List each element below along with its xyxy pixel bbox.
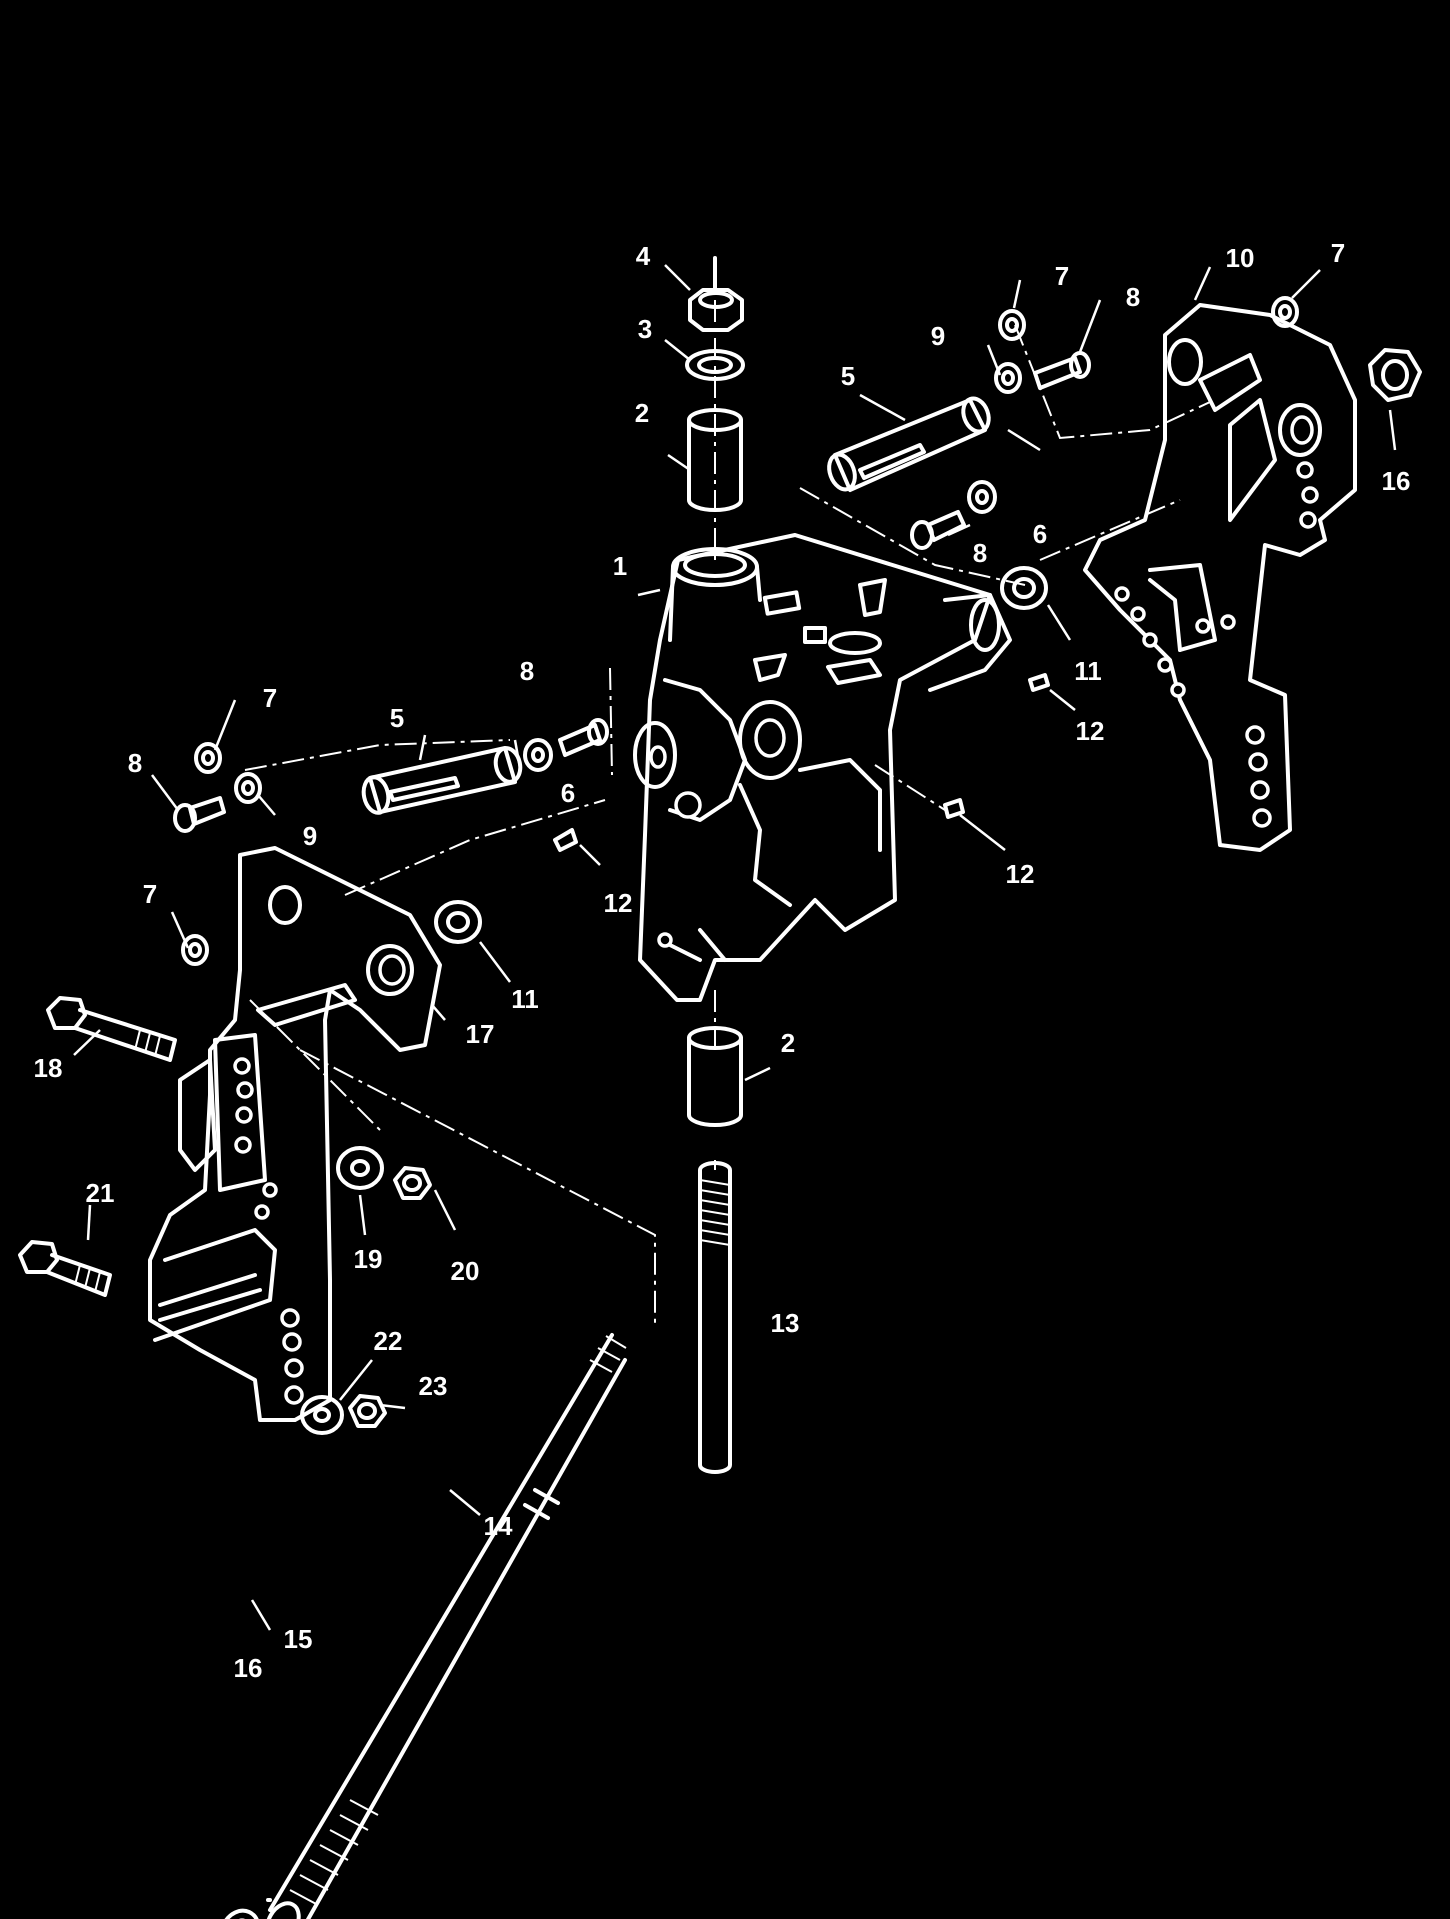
- callout-17: 17: [466, 1019, 495, 1049]
- callout-8-lower-b: 8: [128, 748, 142, 778]
- callout-7-upper-left: 7: [1055, 261, 1069, 291]
- callout-14: 14: [484, 1511, 513, 1541]
- callout-9-upper: 9: [931, 321, 945, 351]
- callout-8-upper-a: 8: [1126, 282, 1140, 312]
- flat-washer-lower: [234, 772, 262, 804]
- locknut-upper-left: [998, 309, 1026, 341]
- lower-bushing: [687, 1026, 743, 1127]
- clamp-washer-lower: [300, 1395, 344, 1435]
- callout-19: 19: [354, 1244, 383, 1274]
- callout-1: 1: [613, 551, 627, 581]
- callout-12-c: 12: [604, 888, 633, 918]
- assembly-centerlines: [244, 262, 1211, 1325]
- callout-11-lower: 11: [511, 984, 539, 1014]
- callout-13: 13: [771, 1308, 800, 1338]
- tilt-tube: [265, 1333, 627, 1919]
- callout-18: 18: [34, 1053, 63, 1083]
- grease-fitting-c: [553, 828, 578, 852]
- callout-3: 3: [638, 314, 652, 344]
- callout-15: 15: [284, 1624, 313, 1654]
- clamp-bolt-lower: [18, 1240, 112, 1297]
- bolt-upper-a: [1033, 351, 1091, 390]
- locknut-upper-right: [1271, 296, 1299, 328]
- thrust-washer-upper: [1000, 566, 1048, 610]
- callout-12-a: 12: [1076, 716, 1105, 746]
- upper-bushing: [687, 408, 743, 512]
- bolt-lower-a: [558, 718, 609, 757]
- clamp-bracket-left: [148, 846, 442, 1422]
- callout-7-upper-right: 7: [1331, 238, 1345, 268]
- callout-labels: 1 2 2 3 4 5 5 6 6 7 7 7 7 8 8 8 8 9 9 10…: [34, 238, 1411, 1683]
- callout-6-lower: 6: [561, 778, 575, 808]
- callout-4: 4: [636, 241, 651, 271]
- callout-10: 10: [1226, 243, 1255, 273]
- flat-washer-upper: [994, 362, 1022, 394]
- callout-8-upper-b: 8: [973, 538, 987, 568]
- callout-7-lower-b: 7: [143, 879, 157, 909]
- grease-fitting-b: [943, 798, 965, 819]
- callout-2-upper: 2: [635, 398, 649, 428]
- callout-7-lower-a: 7: [263, 683, 277, 713]
- clamp-bolt-upper: [46, 996, 177, 1062]
- swivel-bracket: [633, 533, 1012, 1002]
- tube-nut-right: [1368, 348, 1422, 402]
- clamp-bracket-right: [1083, 303, 1357, 852]
- callout-21: 21: [86, 1178, 115, 1208]
- top-nut: [688, 256, 744, 332]
- bolt-upper-b: [910, 510, 966, 550]
- pin-washer-lower: [523, 738, 553, 772]
- callout-9-lower: 9: [303, 821, 317, 851]
- tilt-pin-upper: [827, 396, 991, 492]
- steering-stud: [698, 1161, 732, 1474]
- callout-16-left: 16: [234, 1653, 263, 1683]
- top-washer: [685, 349, 745, 381]
- thrust-washer-lower: [434, 900, 482, 944]
- callout-12-b: 12: [1006, 859, 1035, 889]
- pin-washer-upper: [967, 480, 997, 514]
- grease-fitting-a: [1028, 673, 1050, 692]
- clamp-washer-upper: [336, 1146, 384, 1190]
- callout-5-lower: 5: [390, 703, 404, 733]
- callout-8-lower-a: 8: [520, 656, 534, 686]
- callout-20: 20: [451, 1256, 480, 1286]
- clamp-nut-lower: [348, 1394, 387, 1428]
- callout-16-right: 16: [1382, 466, 1411, 496]
- locknut-lower-left-a: [194, 742, 222, 774]
- callout-5-upper: 5: [841, 361, 855, 391]
- callout-2-lower: 2: [781, 1028, 795, 1058]
- bolt-lower-b: [173, 796, 226, 833]
- clamp-nut-upper: [393, 1166, 432, 1200]
- callout-22: 22: [374, 1326, 403, 1356]
- callout-23: 23: [419, 1371, 448, 1401]
- callout-6-upper: 6: [1033, 519, 1047, 549]
- tube-washer: [219, 1908, 261, 1919]
- leader-lines: [73, 264, 1397, 1631]
- locknut-lower-left-b: [181, 934, 209, 966]
- callout-11-upper: 11: [1074, 656, 1102, 686]
- tilt-pin-lower: [361, 746, 523, 815]
